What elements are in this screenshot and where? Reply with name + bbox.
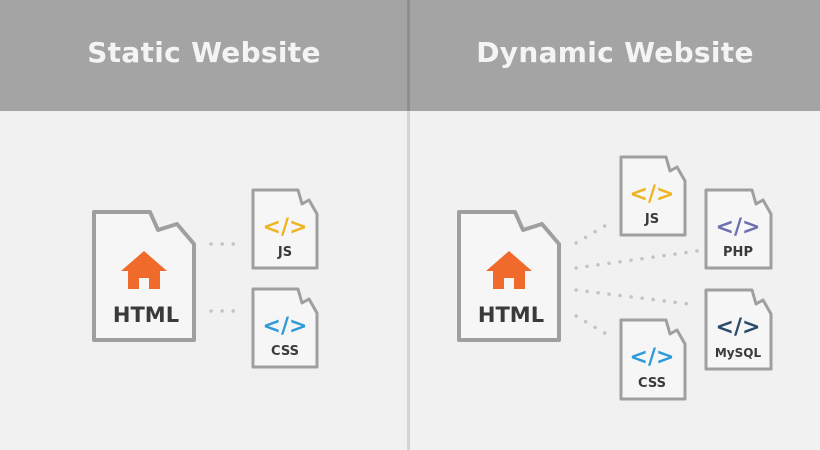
dynamic-php-file: </> PHP: [704, 188, 773, 270]
dynamic-css-code-icon: </>: [630, 345, 675, 370]
dynamic-connectors: [574, 219, 699, 340]
dynamic-js-label: JS: [644, 212, 659, 227]
dynamic-header: Dynamic Website: [410, 0, 820, 111]
static-js-file: </> JS: [251, 188, 319, 270]
dynamic-mysql-label: MySQL: [715, 346, 762, 360]
static-css-label: CSS: [271, 344, 299, 359]
dynamic-html-file: HTML: [457, 210, 561, 342]
header-divider: [407, 0, 410, 111]
dynamic-website-title: Dynamic Website: [476, 36, 754, 69]
static-js-label: JS: [277, 245, 292, 260]
panel-divider: [407, 0, 410, 450]
static-css-file: </> CSS: [251, 287, 319, 369]
static-connectors: [209, 242, 246, 313]
dynamic-js-file: </> JS: [619, 155, 687, 237]
static-header: Static Website: [0, 0, 408, 111]
static-js-code-icon: </>: [263, 215, 308, 240]
dynamic-mysql-code-icon: </>: [716, 315, 761, 340]
static-css-code-icon: </>: [263, 314, 308, 339]
dynamic-html-label: HTML: [478, 303, 544, 327]
dynamic-mysql-file: </> MySQL: [704, 288, 773, 371]
dynamic-php-code-icon: </>: [716, 215, 761, 240]
dynamic-js-code-icon: </>: [630, 182, 675, 207]
static-website-title: Static Website: [87, 36, 321, 69]
static-html-file: HTML: [92, 210, 196, 342]
static-html-label: HTML: [113, 303, 179, 327]
dynamic-css-label: CSS: [638, 376, 666, 391]
house-icon: [121, 251, 167, 289]
dynamic-css-file: </> CSS: [619, 318, 687, 401]
dynamic-php-label: PHP: [723, 245, 753, 260]
house-icon: [486, 251, 532, 289]
